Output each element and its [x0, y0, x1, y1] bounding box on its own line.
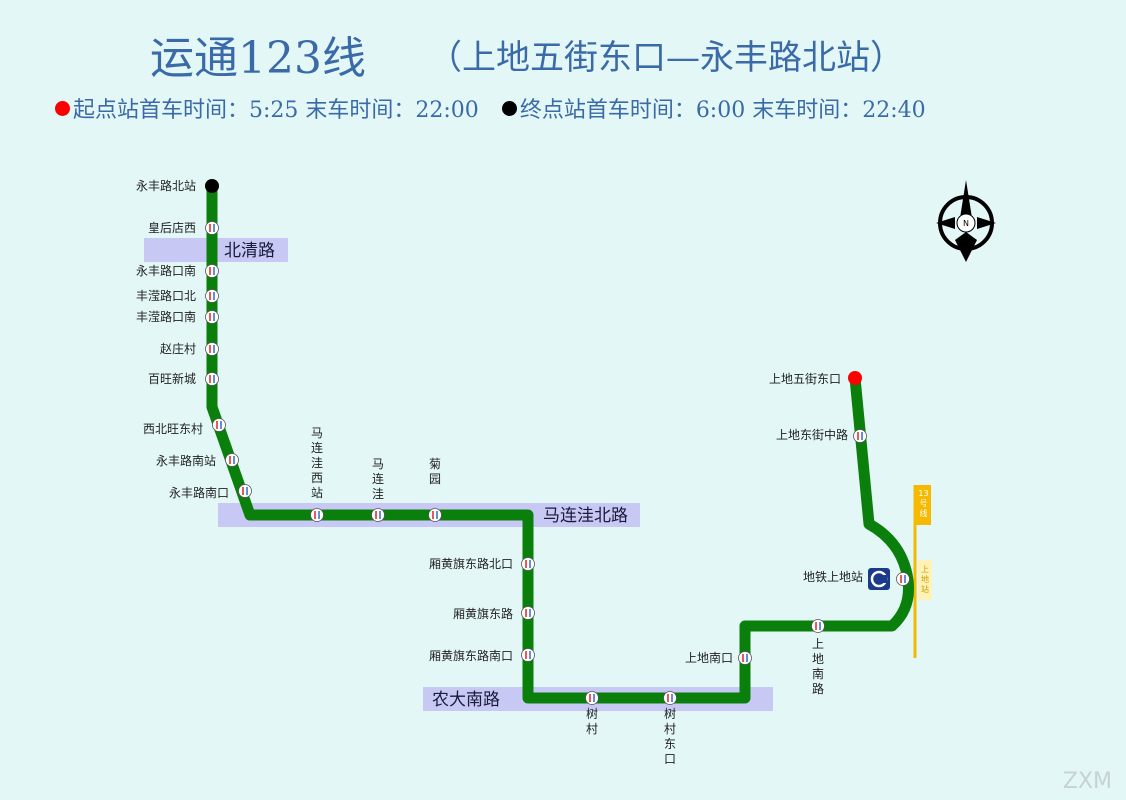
bus-stop-icon — [521, 557, 535, 571]
station-label: 厢黄旗东路南口 — [429, 648, 513, 663]
station-5: 丰滢路口南 — [136, 309, 219, 324]
bus-stop-icon — [521, 648, 535, 662]
station-11: 马连洼西站 — [310, 426, 324, 522]
start-schedule-text: 起点站首车时间：5:25 末车时间：22:00 — [73, 98, 479, 123]
station-label: 上地五街东口 — [769, 372, 841, 386]
bus-stop-icon — [663, 691, 677, 705]
end-schedule: 终点站首车时间：6:00 末车时间：22:40 — [501, 98, 926, 123]
bus-stop-icon — [310, 508, 324, 522]
station-13: 菊园 — [428, 457, 442, 522]
station-label: 西北旺东村 — [143, 422, 203, 436]
station-2: 皇后店西 — [148, 221, 219, 235]
route-subtitle: （上地五街东口—永丰路北站） — [428, 38, 904, 78]
bus-stop-icon — [238, 484, 252, 498]
end-terminus-marker — [205, 179, 219, 193]
end-schedule-text: 终点站首车时间：6:00 末车时间：22:40 — [519, 98, 926, 123]
station-7: 百旺新城 — [148, 371, 219, 386]
start-schedule: 起点站首车时间：5:25 末车时间：22:00 — [55, 98, 479, 123]
station-8: 西北旺东村 — [143, 418, 226, 436]
station-4: 丰滢路口北 — [136, 288, 219, 303]
metro-station-badge — [918, 560, 932, 600]
station-label: 树村 — [586, 706, 598, 736]
bus-stop-icon — [205, 372, 219, 386]
schedule-bar: 起点站首车时间：5:25 末车时间：22:00 终点站首车时间：6:00 末车时… — [55, 92, 942, 124]
start-dot-icon — [55, 101, 70, 116]
road-label-malianwa: 马连洼北路 — [543, 506, 628, 526]
station-label: 地铁上地站 — [803, 570, 863, 584]
station-15: 厢黄旗东路 — [453, 606, 535, 621]
station-label: 马连洼 — [372, 457, 384, 501]
station-16: 厢黄旗东路南口 — [429, 648, 535, 663]
station-20: 上地南路 — [811, 619, 825, 696]
station-label: 厢黄旗东路北口 — [429, 556, 513, 571]
station-label: 厢黄旗东路 — [453, 606, 513, 621]
station-10: 永丰路南口 — [169, 484, 252, 500]
station-9: 永丰路南站 — [156, 453, 239, 468]
station-label: 永丰路北站 — [136, 178, 196, 193]
bus-stop-icon — [205, 289, 219, 303]
stations-layer: 永丰路北站皇后店西永丰路口南丰滢路口北丰滢路口南赵庄村百旺新城西北旺东村永丰路南… — [136, 178, 910, 766]
watermark: ZXM — [1062, 769, 1112, 794]
end-dot-icon — [501, 101, 517, 116]
road-label-nongda: 农大南路 — [432, 690, 500, 710]
metro-station-label: 上地站 — [921, 565, 929, 594]
station-label: 上地南路 — [812, 637, 824, 696]
station-label: 百旺新城 — [148, 371, 196, 386]
station-label: 上地东街中路 — [776, 427, 848, 442]
station-label: 永丰路南口 — [169, 485, 229, 500]
station-3: 永丰路口南 — [136, 263, 219, 278]
station-label: 菊园 — [429, 457, 441, 486]
bus-stop-icon — [811, 619, 825, 633]
station-label: 皇后店西 — [148, 221, 196, 235]
station-22: 上地东街中路 — [776, 427, 867, 443]
station-label: 永丰路口南 — [136, 263, 196, 278]
station-21: 地铁上地站 — [803, 570, 910, 586]
station-12: 马连洼 — [371, 457, 385, 522]
bus-stop-icon — [428, 508, 442, 522]
bus-stop-icon — [205, 310, 219, 324]
station-18: 树村东口 — [663, 691, 677, 766]
road-label-beiqing: 北清路 — [224, 241, 275, 261]
subway-transfer-icon-gap — [879, 575, 887, 583]
bus-stop-icon — [896, 572, 910, 586]
station-1: 永丰路北站 — [136, 178, 219, 193]
station-label: 上地南口 — [685, 650, 733, 665]
compass-label: N — [963, 219, 969, 228]
north-compass-icon: N — [936, 180, 996, 262]
bus-stop-icon — [205, 264, 219, 278]
bus-stop-icon — [371, 508, 385, 522]
route-title: 运通123线 — [150, 33, 366, 84]
bus-stop-icon — [585, 691, 599, 705]
station-label: 马连洼西站 — [311, 426, 323, 500]
station-label: 树村东口 — [664, 706, 676, 766]
bus-stop-icon — [212, 418, 226, 432]
station-6: 赵庄村 — [160, 341, 219, 356]
bus-stop-icon — [225, 453, 239, 467]
bus-stop-icon — [738, 651, 752, 665]
bus-stop-icon — [521, 606, 535, 620]
bus-route-line — [206, 186, 914, 704]
station-label: 丰滢路口南 — [136, 309, 196, 324]
station-label: 赵庄村 — [160, 341, 196, 356]
station-23: 上地五街东口 — [769, 371, 862, 386]
bus-stop-icon — [205, 221, 219, 235]
bus-stop-icon — [853, 429, 867, 443]
station-14: 厢黄旗东路北口 — [429, 556, 535, 571]
station-19: 上地南口 — [685, 650, 752, 665]
start-terminus-marker — [848, 371, 862, 385]
station-17: 树村 — [585, 691, 599, 736]
metro-line-badge — [916, 485, 931, 525]
station-label: 永丰路南站 — [156, 453, 216, 468]
bus-stop-icon — [205, 342, 219, 356]
station-label: 丰滢路口北 — [136, 288, 196, 303]
